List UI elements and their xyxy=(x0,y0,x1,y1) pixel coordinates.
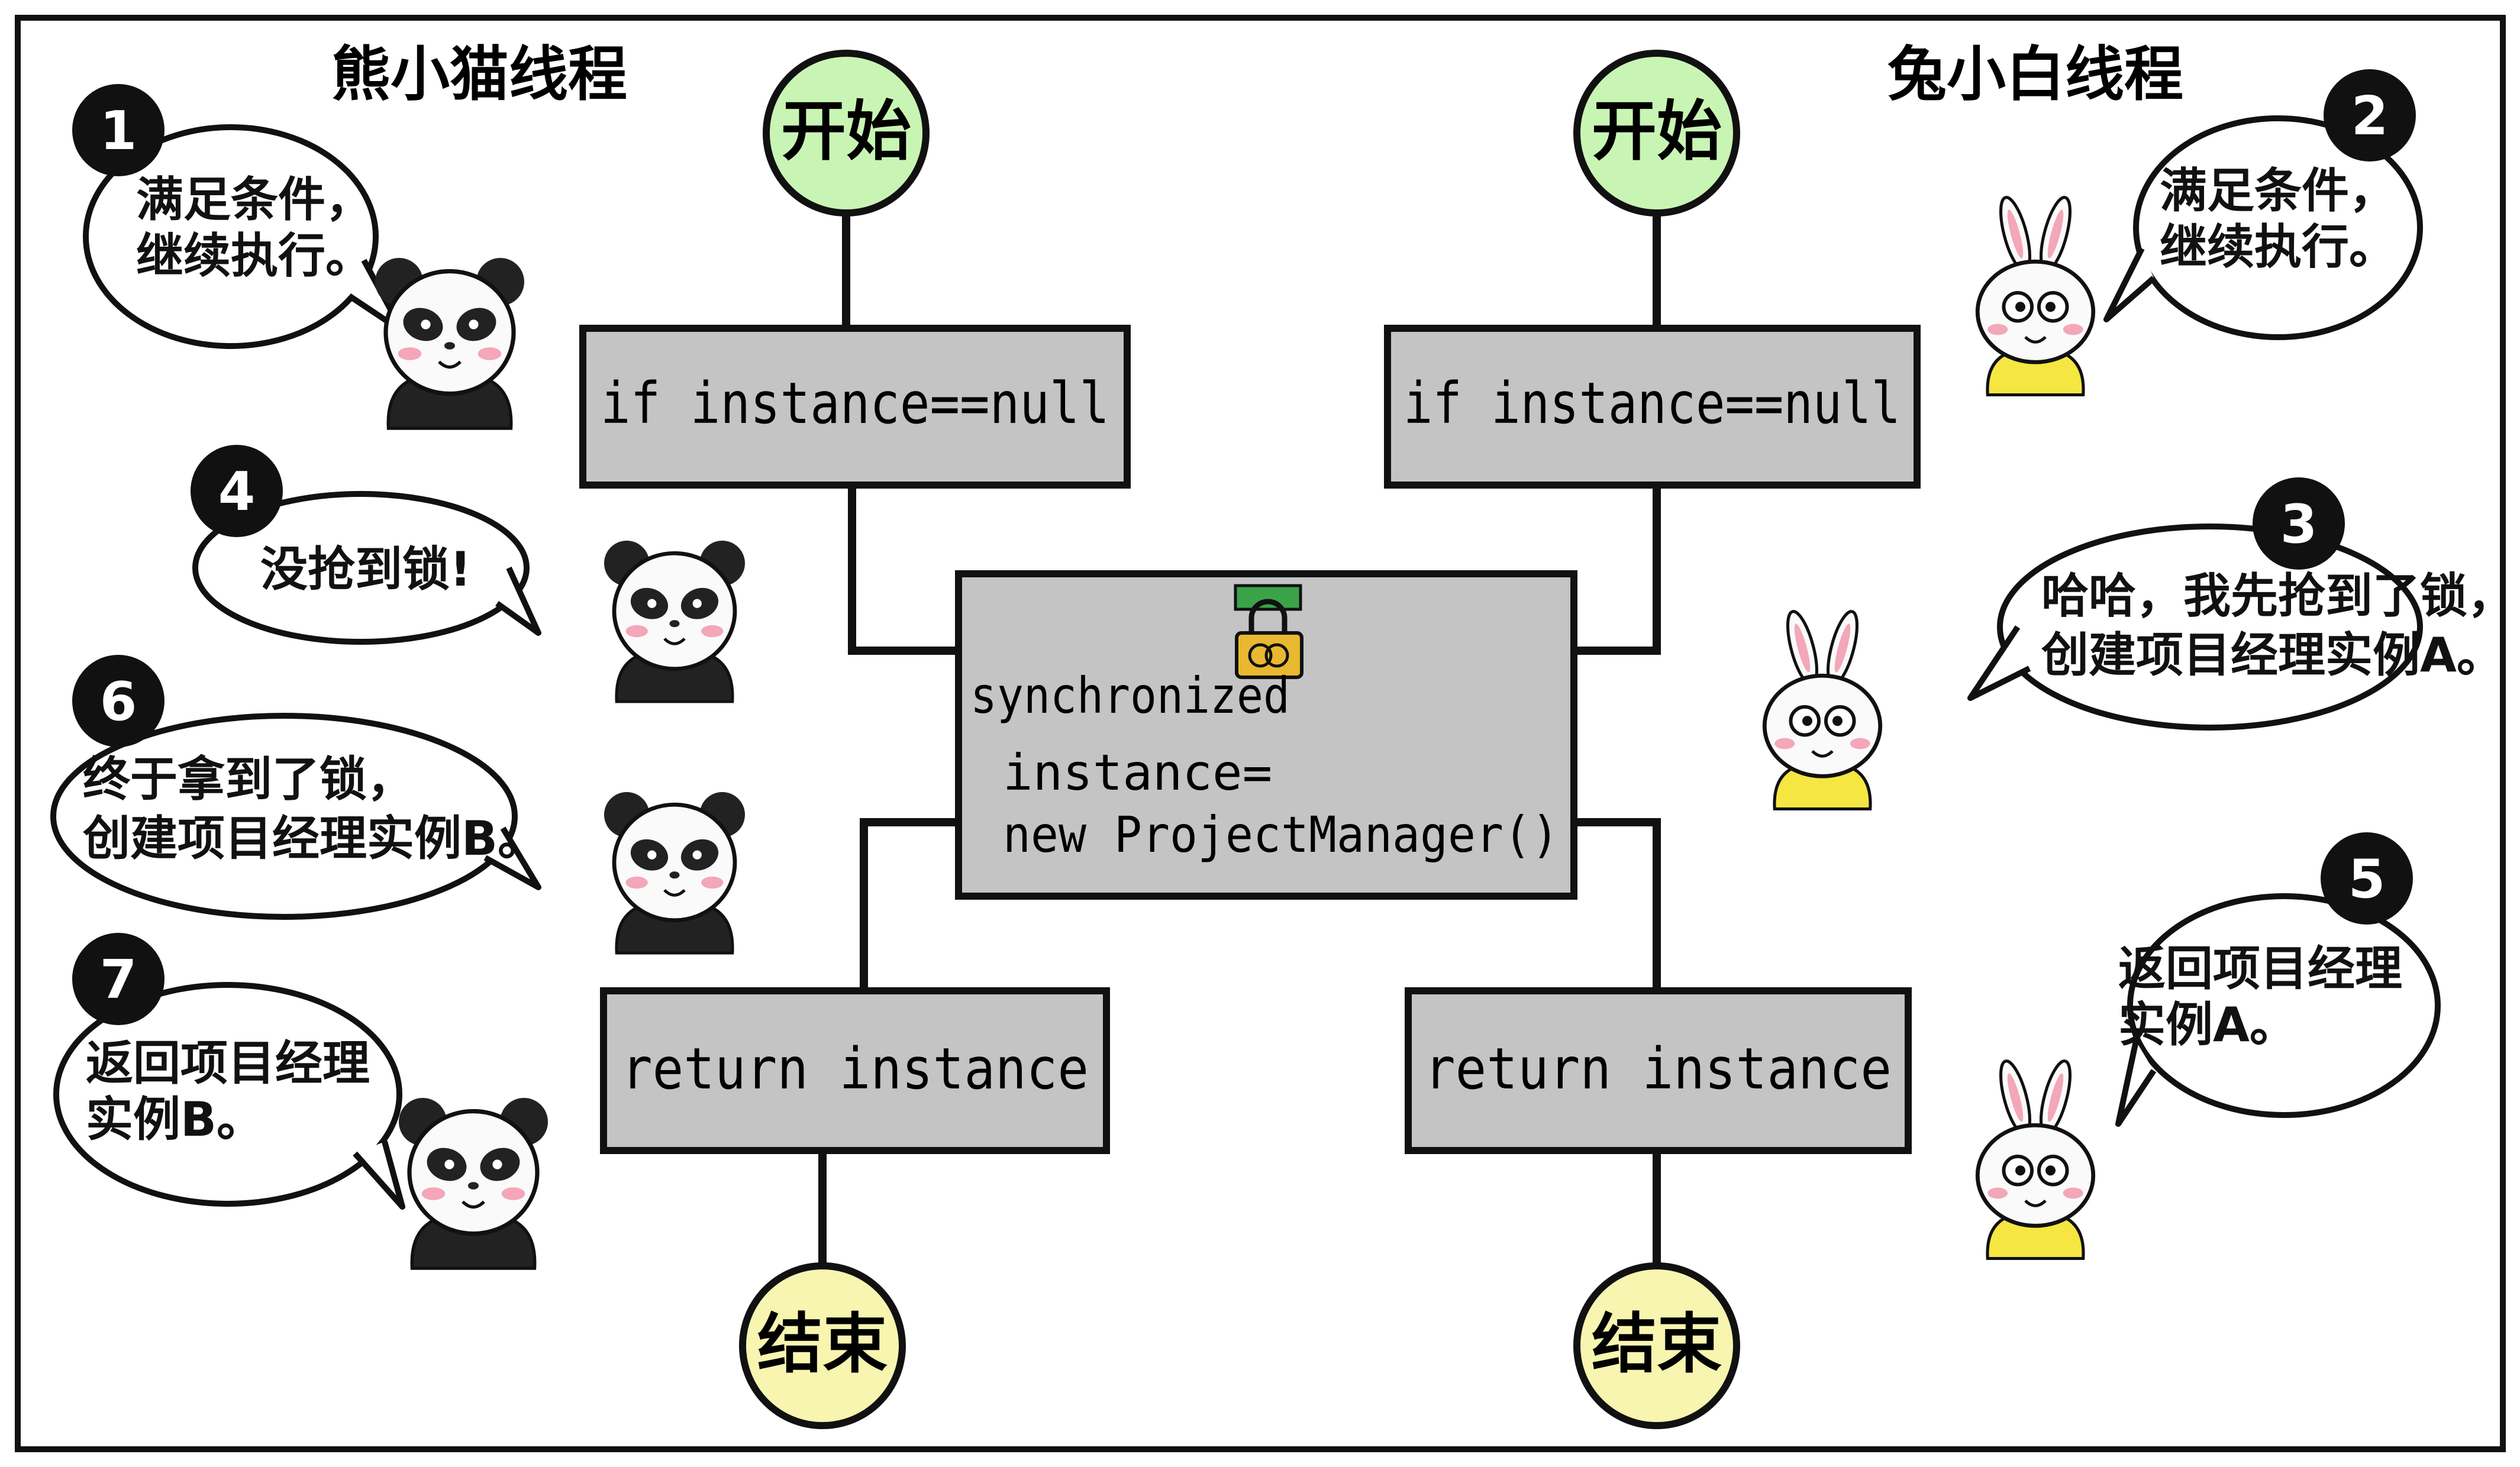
bubble-1 xyxy=(83,124,379,349)
right-start-label: 开始 xyxy=(1592,93,1722,169)
bubble-1-line-2: 继续执行。 xyxy=(136,228,373,283)
lock-icon xyxy=(1234,584,1303,679)
bubble-6-line-1: 终于拿到了锁， xyxy=(83,752,414,807)
right-end-label: 结束 xyxy=(1592,1306,1722,1382)
svg-text:1: 1 xyxy=(100,100,137,162)
bubble-3 xyxy=(1997,524,2423,731)
svg-text:3: 3 xyxy=(2280,493,2318,555)
step-badge-1: 1 xyxy=(72,84,164,176)
svg-text:6: 6 xyxy=(100,671,137,733)
left-end-label: 结束 xyxy=(757,1306,888,1382)
right-end-node: 结束 xyxy=(1573,1262,1740,1429)
step-badge-7: 7 xyxy=(72,933,164,1025)
synchronized-box: synchronized instance= new ProjectManage… xyxy=(955,570,1577,900)
bubble-2-line-1: 满足条件， xyxy=(2160,163,2396,218)
sync-keyword: synchronized xyxy=(970,667,1290,725)
svg-text:4: 4 xyxy=(218,461,256,523)
panda-icon xyxy=(604,792,745,953)
step-badge-4: 4 xyxy=(191,445,283,537)
right-return-box: return instance xyxy=(1405,987,1912,1154)
step-badge-5: 5 xyxy=(2321,832,2413,925)
svg-text:7: 7 xyxy=(100,949,137,1011)
left-start-node: 开始 xyxy=(763,50,930,217)
bubble-4-line-1: 没抢到锁! xyxy=(260,542,471,597)
bubble-4 xyxy=(192,491,530,645)
left-return-text: return instance xyxy=(621,1036,1089,1102)
bubble-5-line-1: 返回项目经理 xyxy=(2118,941,2402,996)
right-start-node: 开始 xyxy=(1573,50,1740,217)
bubble-3-line-1: 哈哈，我先抢到了锁， xyxy=(2041,568,2515,623)
svg-text:5: 5 xyxy=(2348,848,2386,910)
left-end-node: 结束 xyxy=(739,1262,906,1429)
right-condition-box: if instance==null xyxy=(1384,325,1921,489)
bubble-7-line-2: 实例B。 xyxy=(86,1092,264,1147)
sync-assign-line: instance= xyxy=(1003,744,1272,802)
step-badge-6: 6 xyxy=(72,655,164,747)
left-return-box: return instance xyxy=(600,987,1110,1154)
right-condition-text: if instance==null xyxy=(1403,370,1901,437)
step-badge-2: 2 xyxy=(2324,69,2416,161)
bubble-7 xyxy=(53,982,402,1207)
bubble-5-line-2: 实例A。 xyxy=(2118,997,2297,1052)
speech-bubbles xyxy=(50,115,2441,1207)
bubble-2-line-2: 继续执行。 xyxy=(2160,219,2396,274)
step-badges: 1 2 3 4 5 6 7 xyxy=(72,69,2416,1025)
step-badge-3: 3 xyxy=(2253,477,2345,570)
left-condition-box: if instance==null xyxy=(579,325,1131,489)
bubble-3-line-2: 创建项目经理实例A。 xyxy=(2041,628,2504,683)
left-thread-title: 熊小猫线程 xyxy=(331,40,627,109)
bubble-6 xyxy=(50,713,518,920)
right-return-text: return instance xyxy=(1424,1036,1892,1102)
panda-icon xyxy=(375,258,524,428)
bubble-1-line-1: 满足条件， xyxy=(136,172,373,227)
bubble-7-line-1: 返回项目经理 xyxy=(86,1036,370,1091)
bubble-6-line-2: 创建项目经理实例B。 xyxy=(83,811,545,866)
sync-new-line: new ProjectManager() xyxy=(1003,806,1559,864)
panda-icon xyxy=(604,541,745,702)
svg-text:2: 2 xyxy=(2351,85,2389,147)
flow-connectors xyxy=(818,195,1661,1278)
left-start-label: 开始 xyxy=(781,93,911,169)
bubble-2 xyxy=(2133,115,2423,340)
left-condition-text: if instance==null xyxy=(601,370,1109,437)
panda-icon xyxy=(399,1098,548,1268)
right-thread-title: 兔小白线程 xyxy=(1887,40,2183,109)
bubble-5 xyxy=(2127,893,2441,1118)
